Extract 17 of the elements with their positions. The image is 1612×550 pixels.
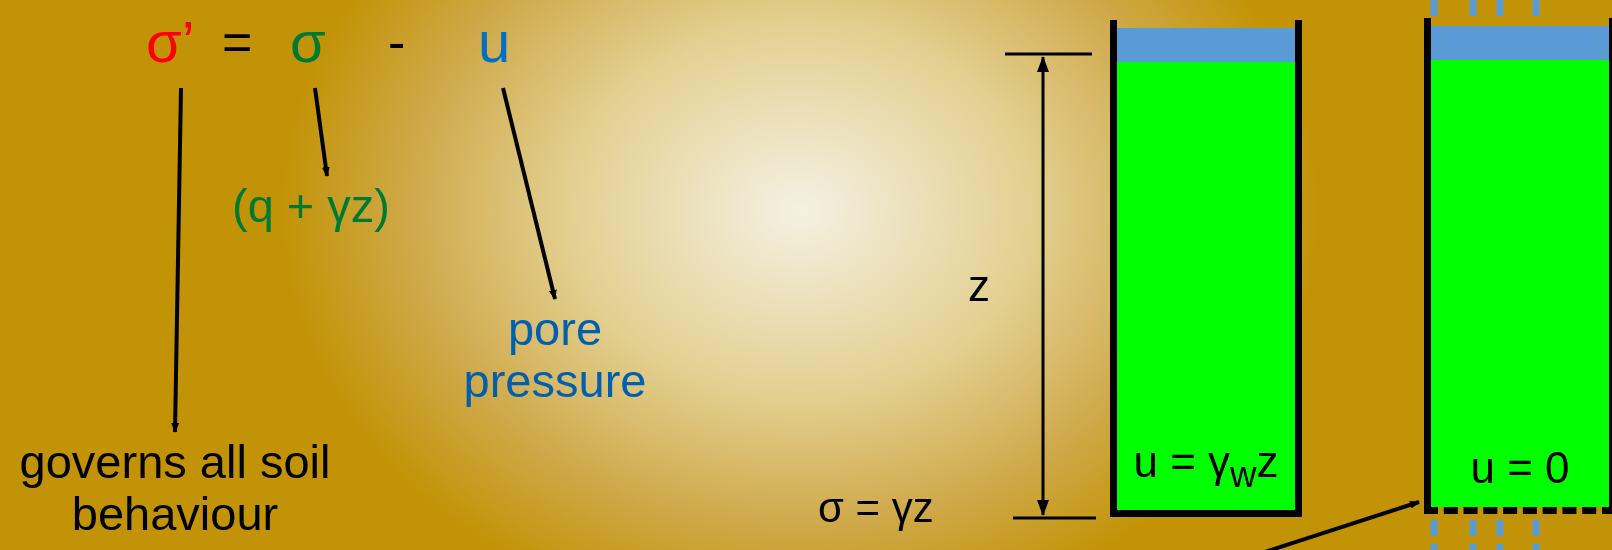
arrow	[171, 87, 183, 433]
formula-text: (q + γz)	[232, 180, 422, 232]
arrow	[313, 87, 330, 177]
soil-column-container	[1110, 20, 1302, 517]
depth-label: z	[968, 262, 990, 311]
arrow	[501, 87, 557, 300]
pore-pressure-value: u = 0	[1469, 443, 1571, 493]
description-text: governs all soil behaviour	[10, 436, 340, 540]
stress-formula: σ = γz	[818, 485, 934, 532]
equals-sign: =	[222, 14, 253, 72]
pore-pressure-value: u = γ$_{w}$z	[1132, 437, 1280, 496]
minus-sign: -	[388, 14, 406, 72]
effective-stress-symbol: σ’	[146, 10, 216, 74]
pore-pressure-symbol: u	[478, 10, 528, 74]
total-stress-symbol: σ	[290, 10, 340, 74]
drained-soil-column-container	[1424, 18, 1612, 514]
description-text: pore pressure	[445, 303, 665, 407]
